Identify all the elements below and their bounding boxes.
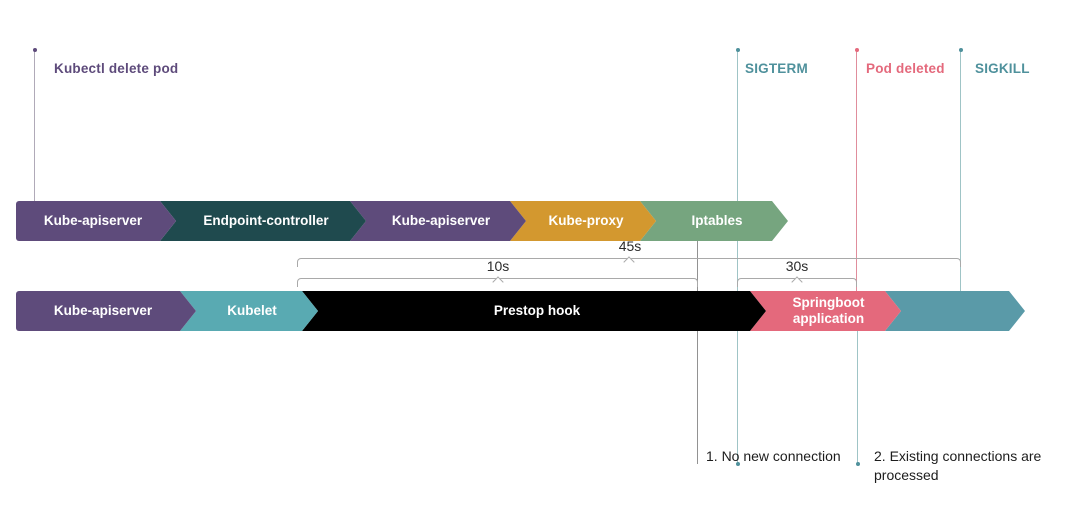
- step-label: Kube-apiserver: [43, 213, 143, 229]
- step-endpoint-controller[interactable]: Endpoint-controller: [160, 201, 366, 241]
- step-label: Kube-apiserver: [391, 213, 491, 229]
- step-prestop-hook[interactable]: Prestop hook: [302, 291, 766, 331]
- bracket-45s: [297, 256, 961, 268]
- step-springboot-application[interactable]: Springboot application: [750, 291, 901, 331]
- step-termination-tail[interactable]: [885, 291, 1025, 331]
- step-label: Kubelet: [227, 303, 277, 319]
- footnote-no-new-connection: 1. No new connection: [706, 448, 841, 464]
- bracket-10s: [297, 276, 698, 288]
- step-label: Kube-apiserver: [53, 303, 153, 319]
- drop-line-iptables: [697, 221, 698, 464]
- step-label: Iptables: [691, 213, 743, 229]
- bracket-label-10s: 10s: [486, 258, 510, 274]
- drop-line-pod-deleted-footnote: [855, 326, 860, 466]
- marker-label-sigkill: SIGKILL: [975, 61, 1030, 76]
- drop-dot-pod-deleted-footnote: [855, 462, 860, 466]
- step-kube-apiserver-2[interactable]: Kube-apiserver: [350, 201, 526, 241]
- bracket-30s: [737, 276, 857, 288]
- marker-dot-sigterm: [735, 48, 740, 52]
- marker-dot-kubectl: [32, 48, 37, 52]
- bracket-label-45s: 45s: [618, 238, 642, 254]
- bracket-nub: [623, 256, 635, 268]
- step-kube-apiserver-3[interactable]: Kube-apiserver: [16, 291, 196, 331]
- marker-dot-sigkill: [958, 48, 963, 52]
- step-label: Prestop hook: [493, 303, 581, 319]
- drop-dot-sigterm-footnote: [735, 462, 740, 466]
- marker-label-kubectl-delete-pod: Kubectl delete pod: [54, 61, 179, 76]
- node-arrow-row: Kube-apiserver Kubelet Prestop hook Spri…: [16, 291, 1009, 331]
- bracket-nub: [491, 276, 504, 288]
- bracket-nub: [791, 276, 803, 288]
- step-kubelet[interactable]: Kubelet: [180, 291, 318, 331]
- bracket-label-30s: 30s: [785, 258, 809, 274]
- footnote-existing-connections: 2. Existing connections are processed: [874, 448, 1042, 483]
- step-label: Kube-proxy: [548, 213, 624, 229]
- marker-label-sigterm: SIGTERM: [745, 61, 808, 76]
- drop-line-sigterm-footnote: [735, 291, 740, 466]
- step-label: Springboot application: [792, 295, 865, 326]
- marker-label-pod-deleted: Pod deleted: [866, 61, 945, 76]
- marker-line-sigkill: [958, 48, 963, 292]
- marker-line-pod-deleted: [854, 48, 859, 326]
- step-kube-proxy[interactable]: Kube-proxy: [510, 201, 656, 241]
- step-iptables[interactable]: Iptables: [640, 201, 788, 241]
- step-label: Endpoint-controller: [203, 213, 329, 229]
- step-kube-apiserver-1[interactable]: Kube-apiserver: [16, 201, 176, 241]
- marker-line-kubectl-delete-pod: [32, 48, 37, 206]
- marker-line-sigterm: [735, 48, 740, 291]
- control-plane-arrow-row: Kube-apiserver Endpoint-controller Kube-…: [16, 201, 772, 241]
- marker-dot-pod-deleted: [854, 48, 859, 52]
